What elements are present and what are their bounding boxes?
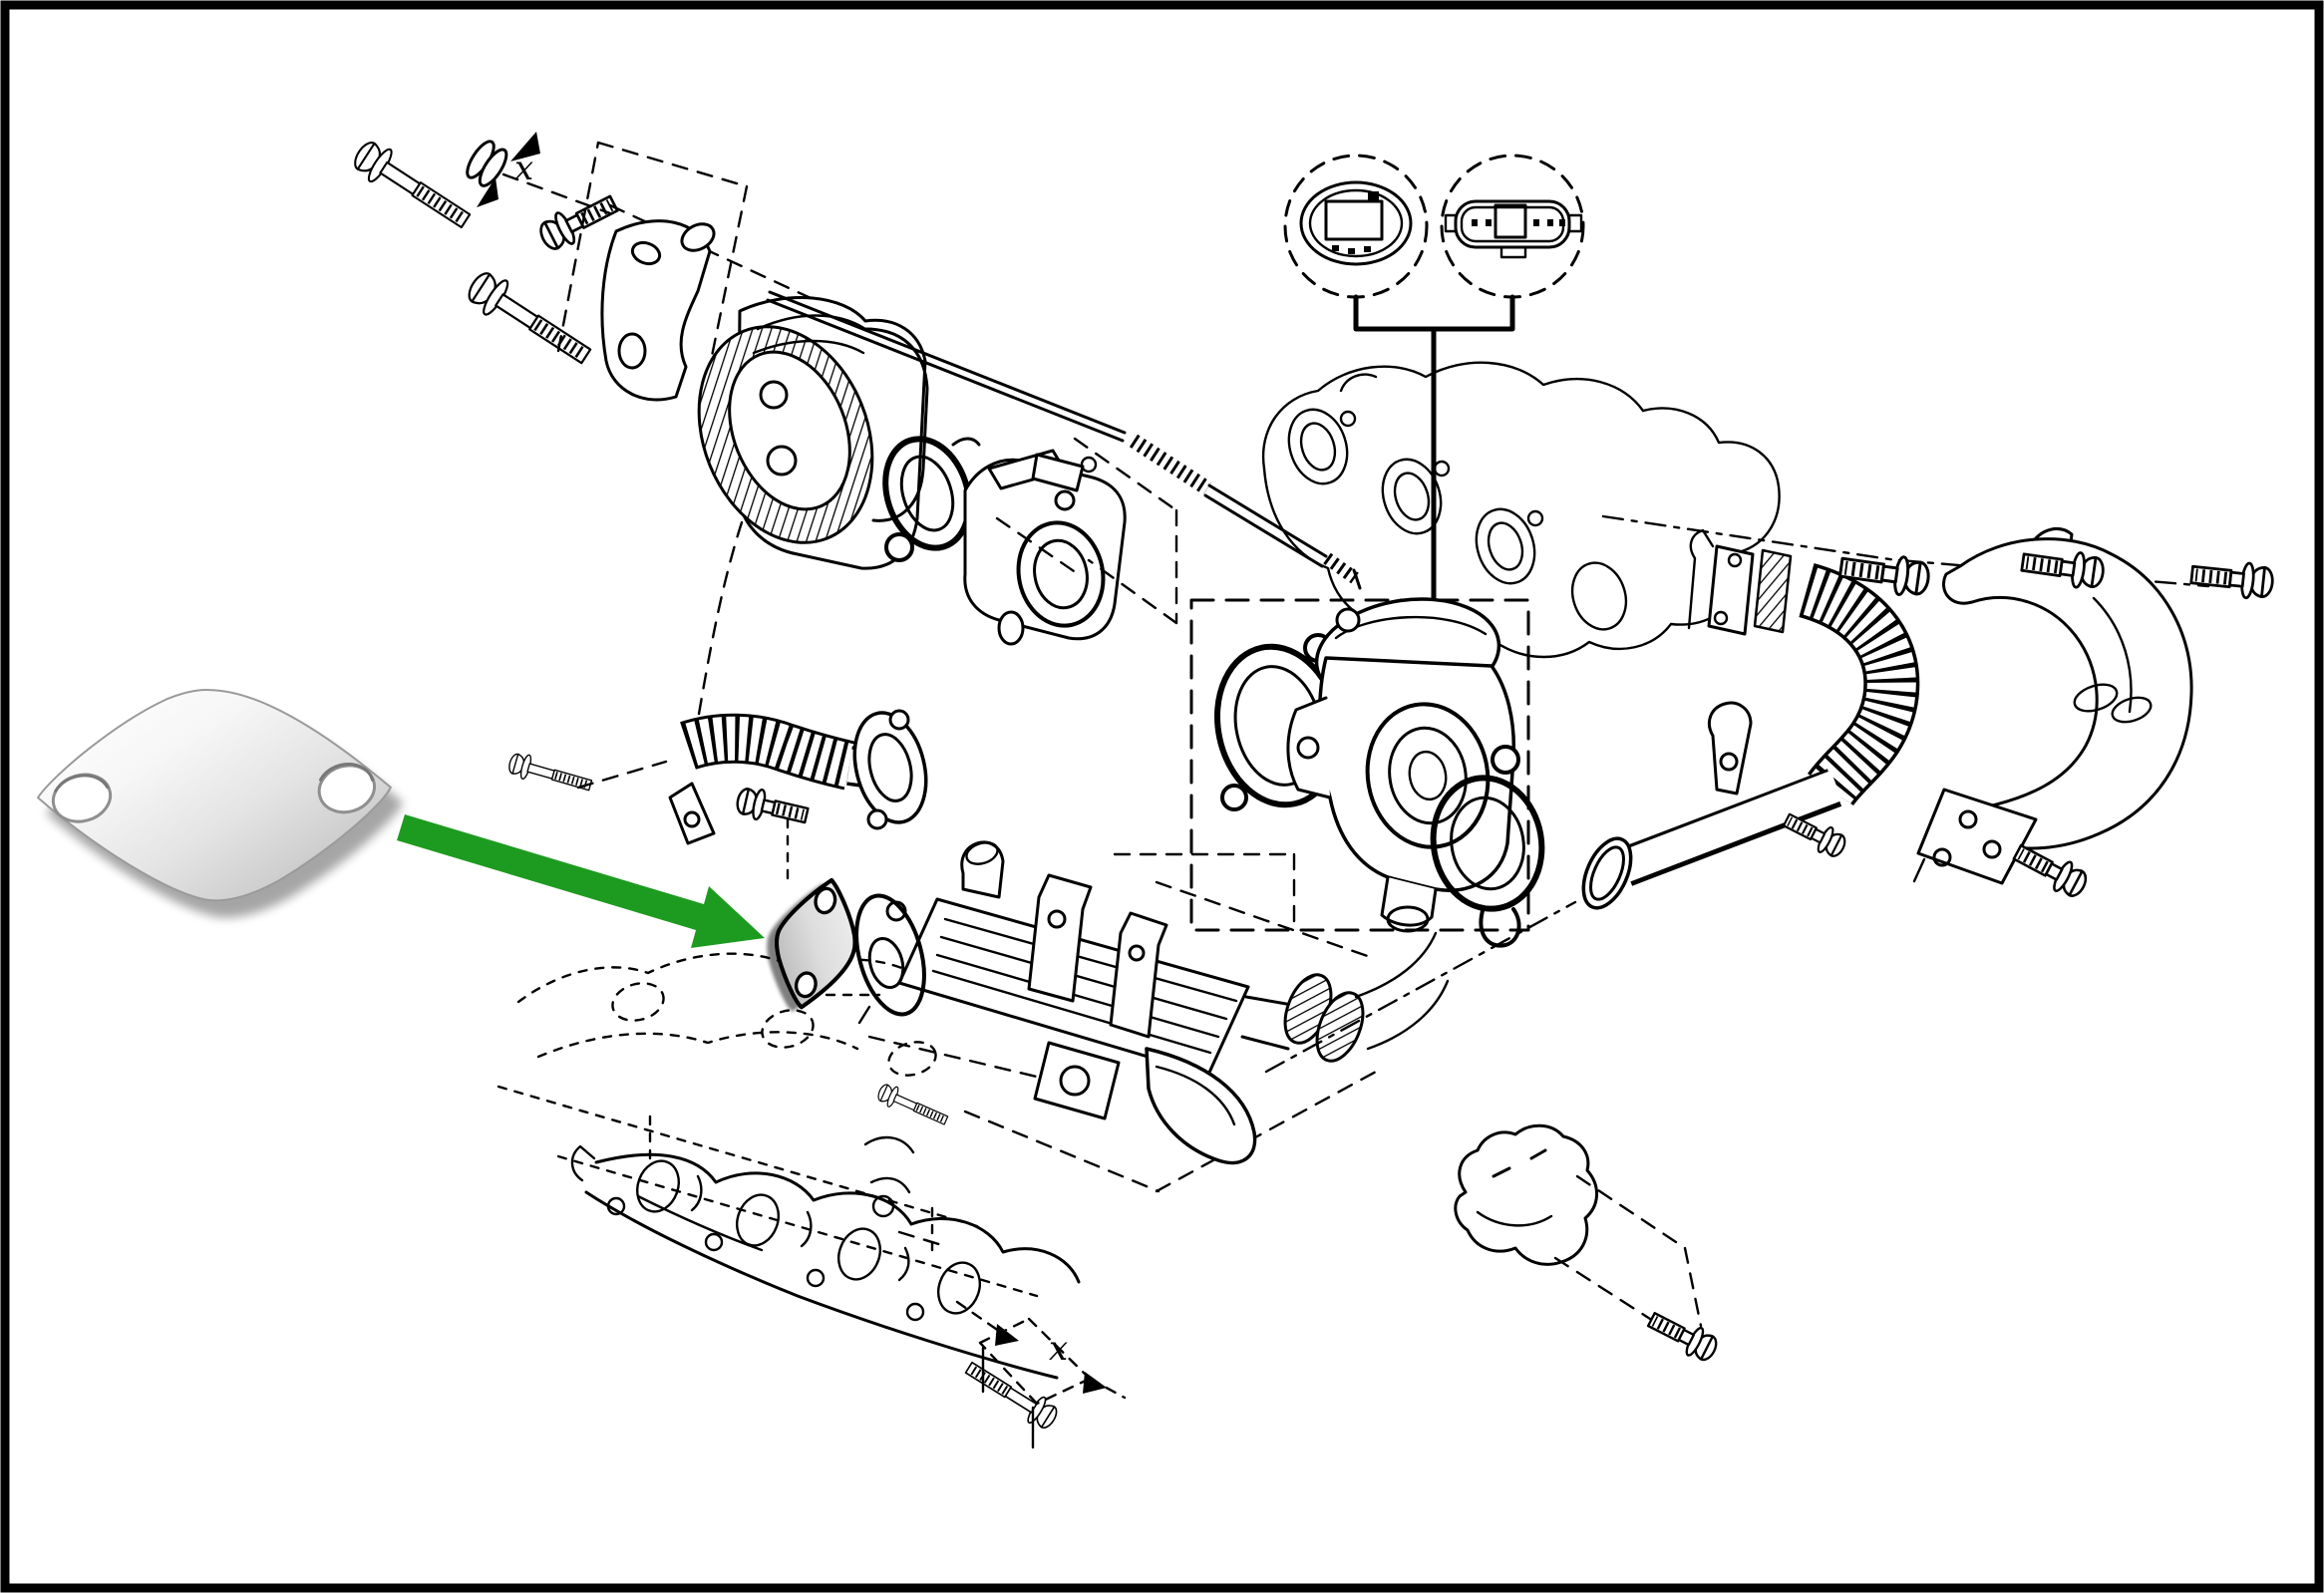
valve-gasket — [882, 436, 981, 562]
alignment-dashes — [501, 141, 879, 397]
x-annotation-bottom: x — [1049, 1329, 1068, 1369]
blanking-plate-fitted — [753, 869, 868, 1021]
egr-flex-pipe — [506, 520, 928, 845]
hose-hook-bracket — [1708, 701, 1753, 796]
direction-arrow-icon — [995, 1324, 1019, 1346]
heat-shield — [1454, 1123, 1721, 1365]
egr-blanking-plate — [33, 682, 407, 924]
egr-cooler — [863, 840, 1450, 1248]
egr-valve-actuator — [697, 296, 929, 570]
green-arrow — [397, 814, 765, 948]
pipe-flare-flange — [1581, 836, 1633, 910]
egr-module — [1286, 597, 1516, 933]
bracket-base-plate — [1916, 788, 2038, 885]
fastener-group-top-left: x — [349, 132, 879, 397]
direction-arrow-icon — [1083, 1372, 1107, 1394]
direction-arrow-icon — [510, 132, 540, 161]
valve-mounting-bracket — [600, 219, 716, 402]
exhaust-manifold: x — [570, 1144, 1127, 1449]
pipe-flange-clamp — [1687, 528, 1793, 636]
module-box-notch — [1113, 852, 1296, 930]
module-gasket-right — [1430, 745, 1545, 948]
x-annotation-top: x — [514, 149, 533, 188]
cooler-gasket — [854, 893, 926, 1025]
connector-leader-line — [1353, 294, 1515, 601]
direction-arrow-icon — [477, 177, 498, 207]
throttle-adapter — [963, 437, 1178, 646]
support-bracket — [1838, 527, 2274, 901]
corrugated-hose — [1264, 514, 2210, 1074]
